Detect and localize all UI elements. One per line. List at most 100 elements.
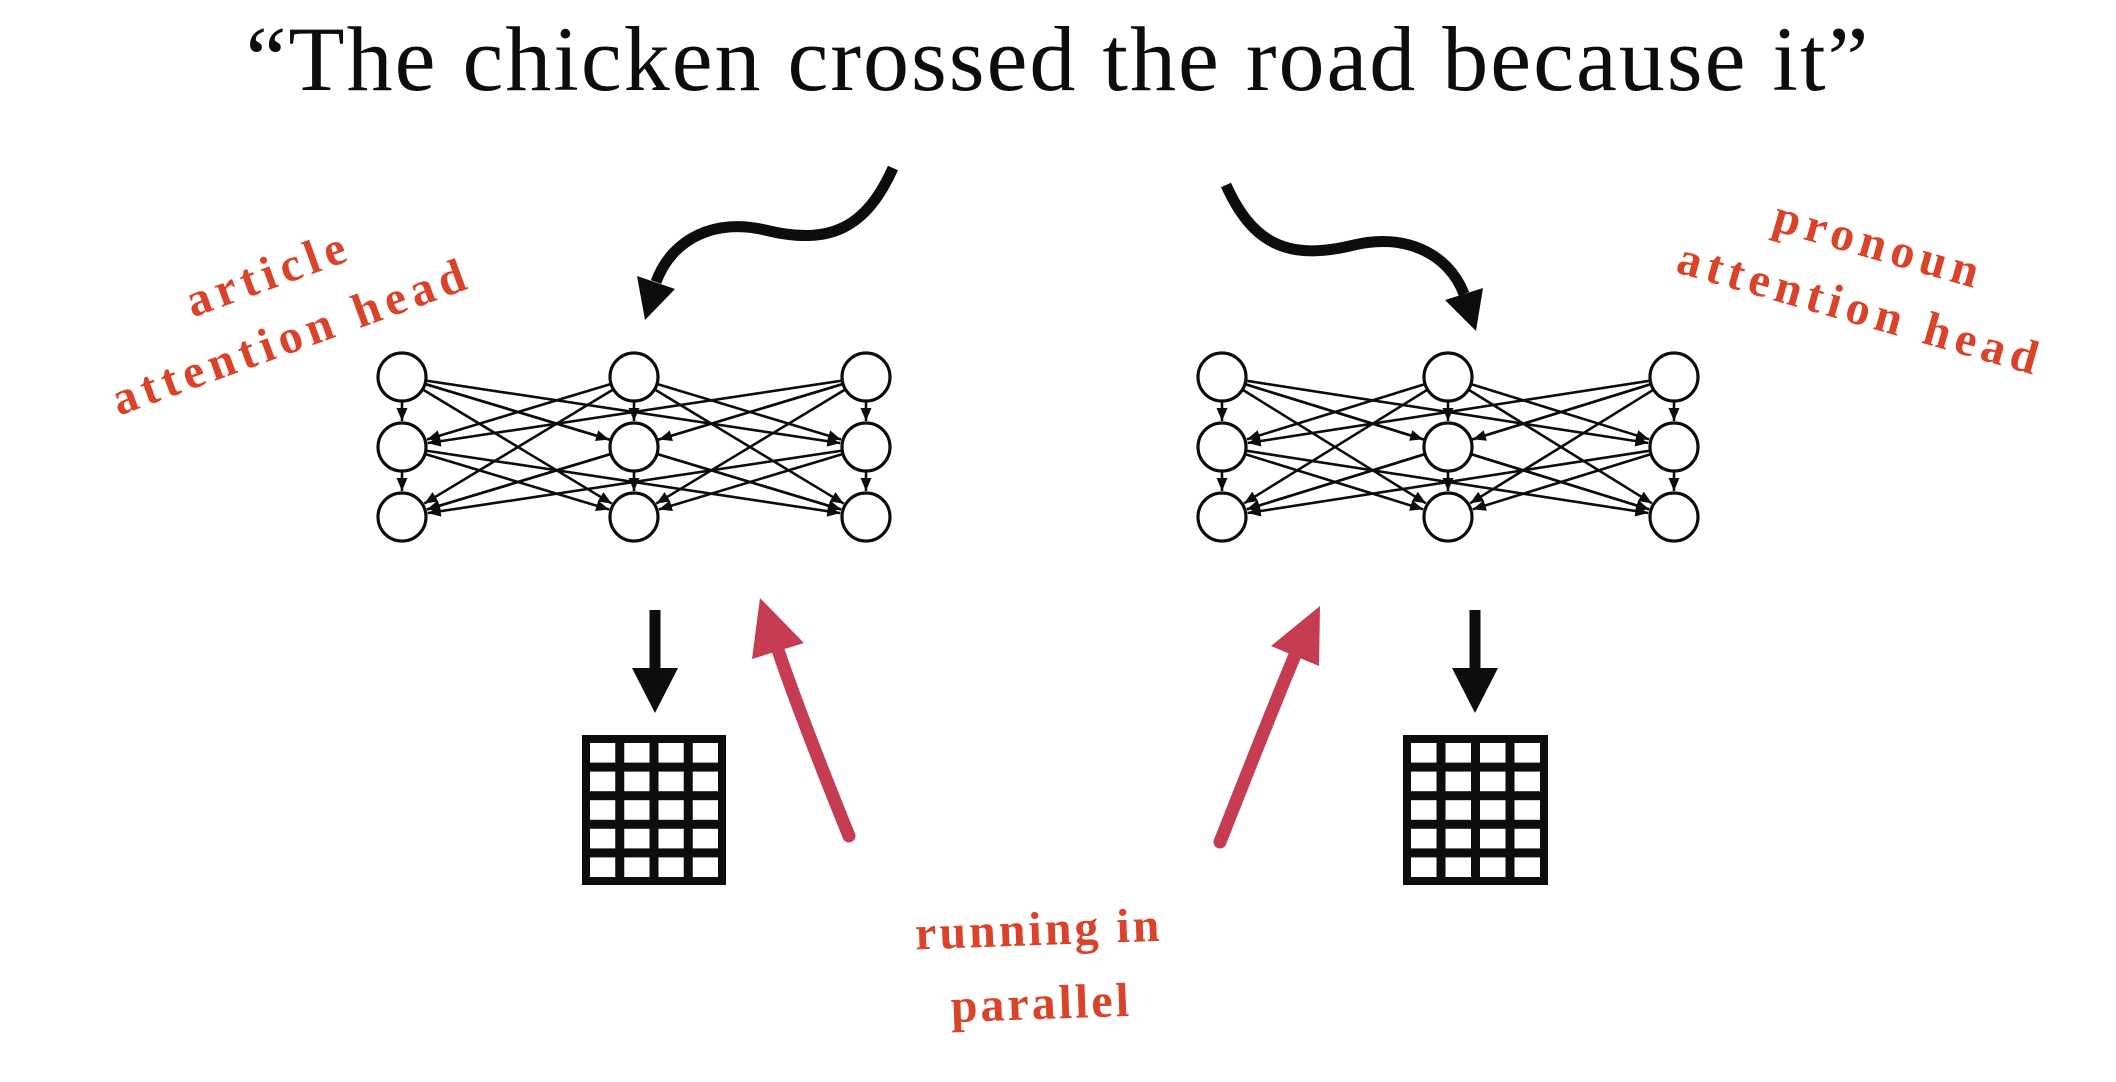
grid-cell <box>658 800 684 820</box>
grid-cell <box>624 828 650 849</box>
network-edge-arrowhead-icon <box>424 492 439 504</box>
network-edge-arrowhead-icon <box>827 430 842 441</box>
network-node <box>840 421 892 473</box>
network-edge-arrowhead-icon <box>1216 408 1228 421</box>
network-edge-arrowhead-icon <box>658 430 673 441</box>
network-edge <box>655 388 846 505</box>
grid-cell <box>658 828 684 849</box>
network-edge-arrowhead-icon <box>658 500 673 511</box>
network-edge <box>658 452 843 511</box>
red-arrow-right-shaft <box>1213 648 1302 849</box>
network-node <box>608 351 660 403</box>
grid-cell <box>1445 800 1471 820</box>
grid-cell <box>1445 771 1471 792</box>
network-edge-arrowhead-icon <box>396 478 408 491</box>
network-node <box>376 491 428 543</box>
network-edge <box>426 382 611 441</box>
network-edge-arrowhead-icon <box>1409 500 1424 511</box>
network-node <box>840 491 892 543</box>
network-edge-arrowhead-icon <box>1216 478 1228 491</box>
grid-cell <box>692 857 718 877</box>
network-edge-arrowhead-icon <box>827 500 842 511</box>
network-node <box>1422 421 1474 473</box>
network-edge-arrowhead-icon <box>628 478 640 491</box>
grid-cell <box>590 771 616 792</box>
down-arrow-right <box>1452 610 1498 713</box>
grid-cell <box>692 771 718 792</box>
network-edge-arrowhead-icon <box>1472 500 1487 511</box>
grid-cell <box>1411 828 1437 849</box>
article-attention-head-network-nodes <box>376 351 892 543</box>
network-edge-arrowhead-icon <box>1247 505 1262 517</box>
network-edge-arrowhead-icon <box>1668 408 1680 421</box>
grid-cell <box>590 857 616 877</box>
right-attention-grid <box>1403 735 1548 885</box>
grid-cell <box>692 743 718 763</box>
network-edge-arrowhead-icon <box>1470 491 1485 504</box>
network-edge-arrowhead-icon <box>656 492 671 504</box>
network-edge <box>423 388 614 505</box>
network-edge-arrowhead-icon <box>1472 430 1487 441</box>
grid-cell <box>624 771 650 792</box>
network-edge-arrowhead-icon <box>860 478 872 491</box>
curved-arrow-right-shaft <box>1220 182 1470 297</box>
red-parallel-arrow-right <box>1213 606 1320 849</box>
grid-cell <box>590 828 616 849</box>
grid-cell <box>1514 828 1540 849</box>
network-edge-arrowhead-icon <box>1247 435 1262 447</box>
network-node <box>1422 351 1474 403</box>
grid-cell <box>1514 800 1540 820</box>
network-edge-arrowhead-icon <box>1635 500 1650 511</box>
grid-cell <box>1445 857 1471 877</box>
network-edge-arrowhead-icon <box>1442 478 1454 491</box>
grid-cell <box>1445 743 1471 763</box>
grid-cell <box>658 743 684 763</box>
grid-cell <box>590 800 616 820</box>
network-edge-arrowhead-icon <box>396 408 408 421</box>
grid-cell <box>1480 800 1506 820</box>
network-edge-arrowhead-icon <box>427 435 442 447</box>
grid-cell <box>658 771 684 792</box>
network-node <box>1648 491 1700 543</box>
network-edge <box>1472 453 1651 511</box>
network-edge-arrowhead-icon <box>427 505 442 517</box>
network-edge-arrowhead-icon <box>1635 430 1650 441</box>
grid-cell <box>692 828 718 849</box>
down-arrow-right-head-icon <box>1452 668 1498 713</box>
network-edge-arrowhead-icon <box>628 408 640 421</box>
network-node <box>1422 491 1474 543</box>
grid-cell <box>1411 800 1437 820</box>
red-arrow-right-head-icon <box>1271 606 1320 666</box>
network-edge <box>1243 389 1428 505</box>
network-node <box>1196 491 1248 543</box>
curved-arrow-to-left-network <box>637 165 899 320</box>
sentence-title: “The chicken crossed the road because it… <box>245 8 1871 110</box>
grid-cell <box>590 743 616 763</box>
network-edge-arrowhead-icon <box>829 492 844 504</box>
left-attention-grid <box>582 735 726 885</box>
network-edge <box>1469 389 1654 505</box>
grid-cell <box>624 800 650 820</box>
grid-cell <box>1411 743 1437 763</box>
network-edge <box>658 382 843 441</box>
network-node <box>376 421 428 473</box>
curved-arrow-left-shaft <box>650 165 899 285</box>
network-edge-arrowhead-icon <box>1637 491 1652 504</box>
pronoun-attention-head-network-arrowheads <box>1216 408 1680 517</box>
red-parallel-arrow-left <box>752 598 856 843</box>
network-node <box>376 351 428 403</box>
network-edge-arrowhead-icon <box>1442 408 1454 421</box>
network-edge <box>1472 383 1651 441</box>
network-node <box>608 421 660 473</box>
network-edge-arrowhead-icon <box>1409 430 1424 441</box>
network-node <box>1648 351 1700 403</box>
network-node <box>840 351 892 403</box>
network-edge <box>1246 383 1425 441</box>
grid-cell <box>1445 828 1471 849</box>
network-node <box>1196 351 1248 403</box>
grid-cell <box>624 743 650 763</box>
grid-cell <box>658 857 684 877</box>
network-node <box>1648 421 1700 473</box>
